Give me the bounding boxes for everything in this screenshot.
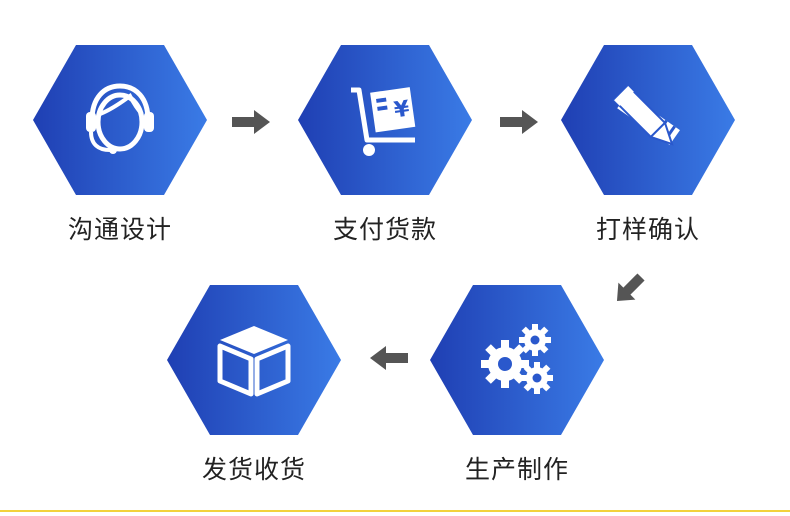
arrow-down-left-icon [616, 273, 645, 302]
step-communicate-design: 沟通设计 [33, 45, 207, 244]
box-icon [217, 326, 291, 397]
step-label: 生产制作 [464, 455, 569, 484]
step-label: 发货收货 [201, 455, 306, 484]
hexagon-badge [561, 45, 735, 195]
step-shipping-receive: 发货收货 [167, 285, 341, 484]
hexagon-badge [33, 45, 207, 195]
arrow-right-icon [500, 110, 538, 134]
step-sample-confirm: 打样确认 [561, 45, 735, 244]
step-label: 沟通设计 [67, 215, 172, 244]
step-production: 生产制作 [430, 285, 604, 484]
payment-cart-icon: ¥ [351, 87, 416, 156]
headset-icon [86, 83, 154, 154]
svg-text:¥: ¥ [393, 96, 412, 123]
step-label: 打样确认 [595, 215, 700, 244]
hexagon-badge [167, 285, 341, 435]
step-label: 支付货款 [332, 215, 437, 244]
gears-icon [481, 324, 553, 394]
bottom-accent-line [0, 510, 790, 512]
hexagon-badge [430, 285, 604, 435]
arrow-right-icon [232, 110, 270, 134]
arrow-left-icon [370, 346, 408, 370]
hexagon-badge: ¥ [298, 45, 472, 195]
pencil-ruler-icon [612, 84, 680, 146]
step-payment: ¥ 支付货款 [298, 45, 472, 244]
